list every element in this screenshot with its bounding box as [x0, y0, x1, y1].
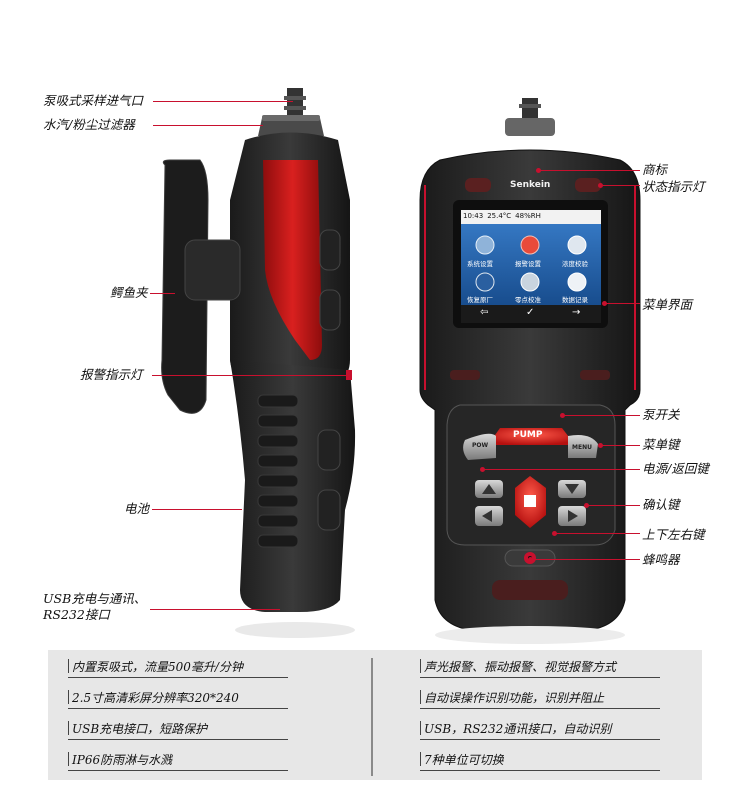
callout-arrow-keys: 上下左右键 [642, 527, 705, 542]
brand-logo: Senkein [510, 180, 551, 190]
spec-right-3: USB，RS232通讯接口，自动识别 [424, 722, 612, 736]
pow-key-shape [463, 433, 496, 460]
callout-pump-switch: 泵开关 [642, 407, 680, 422]
menu-key[interactable]: MENU [572, 444, 592, 451]
lcd-screen [461, 210, 601, 310]
screen-icons [475, 235, 587, 292]
screen-temperature: 25.4°C [487, 212, 512, 220]
spec-left-2: 2.5寸高清彩屏分辨率320*240 [72, 691, 239, 705]
screen-humidity: 48%RH [515, 212, 541, 220]
callout-buzzer: 蜂鸣器 [642, 552, 680, 567]
spec-left-3: USB充电接口，短路保护 [72, 722, 208, 736]
screen-status-bar: 10:43 25.4°C 48%RH [463, 212, 599, 223]
callout-menu-key: 菜单键 [642, 437, 680, 452]
screen-menu-label: 数据记录 [562, 296, 588, 304]
callout-status-light: 状态指示灯 [642, 179, 705, 194]
softkey-next: → [572, 307, 581, 318]
spec-right-2: 自动误操作识别功能，识别并阻止 [424, 691, 605, 705]
spec-left-1: 内置泵吸式，流量500毫升/分钟 [72, 660, 243, 674]
softkey-back: ⇦ [480, 307, 489, 318]
pump-key-shape [488, 428, 575, 445]
screen-menu-label: 零点校准 [515, 296, 541, 304]
side-view-device [161, 88, 356, 638]
pump-key[interactable]: PUMP [513, 430, 543, 440]
front-view-device [419, 98, 641, 644]
callout-logo: 商标 [642, 162, 668, 177]
callout-filter: 水汽/粉尘过滤器 [43, 117, 135, 132]
screen-menu-label: 系统设置 [467, 260, 493, 268]
device-drawing [161, 88, 641, 644]
callout-usb-line1: USB充电与通讯、 [43, 591, 147, 606]
callout-alarm-light: 报警指示灯 [80, 367, 143, 382]
spec-divider [371, 658, 373, 776]
softkey-confirm: ✓ [526, 307, 535, 318]
callout-clip: 鳄鱼夹 [110, 285, 148, 300]
status-light-right [575, 178, 601, 192]
status-light-left [465, 178, 491, 192]
callout-confirm-key: 确认键 [642, 497, 680, 512]
spec-left-4: IP66防雨淋与水溅 [72, 753, 173, 767]
callout-pump-inlet: 泵吸式采样进气口 [43, 93, 144, 108]
callout-power-back: 电源/返回键 [642, 461, 709, 476]
spec-right-4: 7种单位可切换 [424, 753, 504, 767]
callout-battery: 电池 [124, 501, 150, 516]
red-stripe [263, 160, 322, 360]
screen-time: 10:43 [463, 212, 484, 220]
menu-key-shape [568, 435, 598, 458]
spec-right-1: 声光报警、振动报警、视觉报警方式 [424, 660, 617, 674]
spec-panel: 内置泵吸式，流量500毫升/分钟 2.5寸高清彩屏分辨率320*240 USB充… [48, 650, 702, 780]
front-inlet [522, 98, 538, 120]
callout-usb-line2: RS232接口 [43, 607, 110, 622]
filter-cap [258, 118, 324, 136]
side-alarm-light [346, 370, 352, 380]
screen-menu-label: 恢复原厂 [467, 296, 493, 304]
product-illustration: Senkein 10:43 25.4°C 48%RH 系统设置 报警设置 浓度校… [43, 88, 709, 644]
screen-menu-label: 浓度校验 [562, 260, 588, 268]
callout-menu-screen: 菜单界面 [642, 297, 693, 312]
screen-menu-label: 报警设置 [515, 260, 541, 268]
pow-key[interactable]: POW [472, 442, 489, 449]
